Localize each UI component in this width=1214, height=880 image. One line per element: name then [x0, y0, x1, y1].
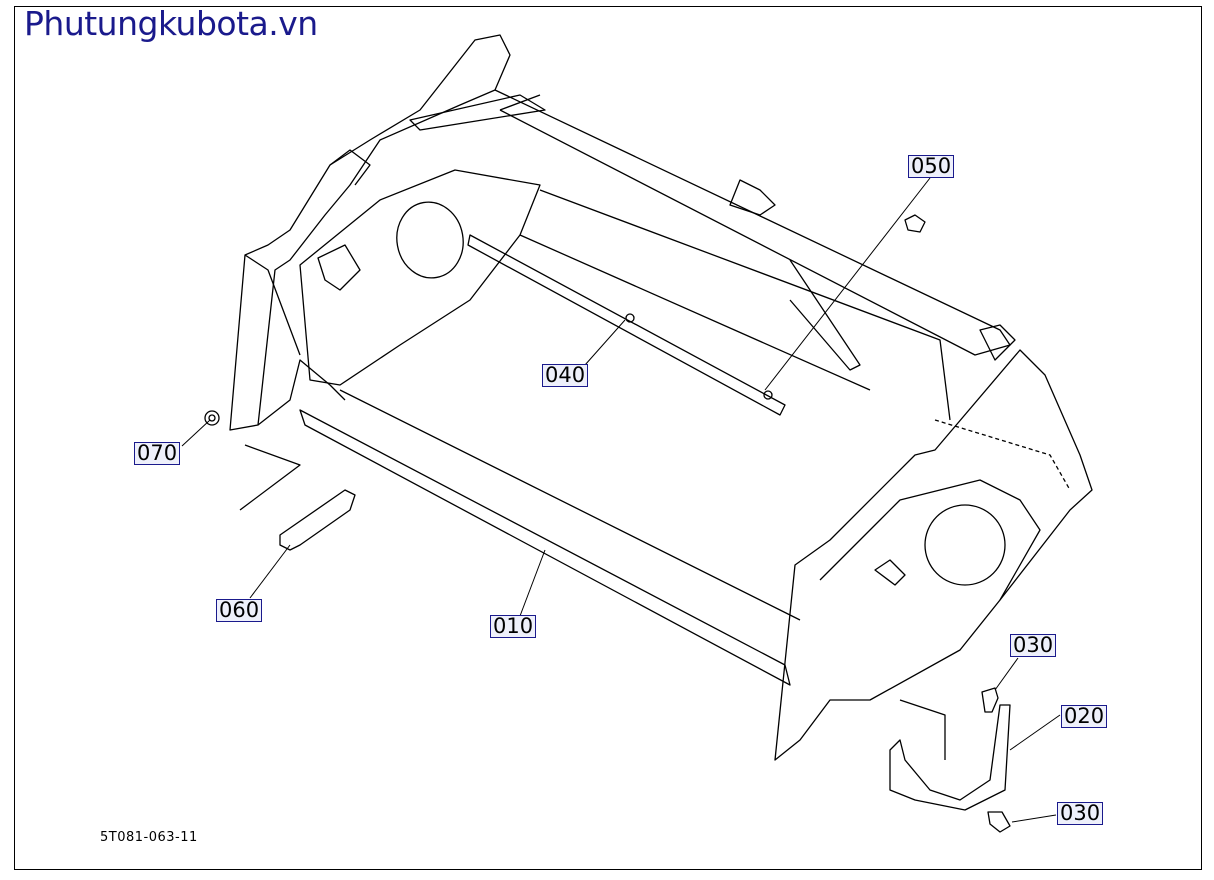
callout-030-bottom: 030 — [1056, 801, 1104, 825]
leader-070 — [181, 419, 211, 447]
leader-030b — [1011, 814, 1057, 823]
leader-030a — [994, 657, 1019, 691]
bracket-060 — [279, 489, 356, 551]
left-inner-wall — [299, 169, 541, 386]
right-end-plate — [774, 349, 1093, 761]
leader-060 — [249, 544, 291, 599]
callout-040: 040 — [541, 363, 589, 387]
left-end-plate — [229, 34, 511, 431]
leader-050 — [764, 177, 931, 391]
leader-020 — [1009, 714, 1061, 751]
frame-assembly — [204, 34, 1093, 833]
top-back-rail — [494, 89, 1011, 356]
strip-040 — [467, 234, 786, 416]
leader-010 — [519, 549, 546, 617]
leader-040 — [584, 319, 626, 366]
nut-070 — [204, 410, 220, 426]
bolt-030-top — [981, 687, 999, 713]
callout-050: 050 — [907, 154, 955, 178]
left-round-hole — [396, 201, 464, 279]
nut-050 — [904, 214, 926, 233]
leader-lines — [181, 177, 1061, 823]
site-title: Phutungkubota.vn — [24, 4, 318, 43]
bracket-020 — [889, 704, 1011, 811]
callout-020: 020 — [1060, 704, 1108, 728]
callout-060: 060 — [215, 598, 263, 622]
drawing-frame — [14, 6, 1202, 870]
drawing-number: 5T081-063-11 — [100, 830, 198, 845]
front-bottom-rail — [299, 409, 791, 686]
callout-010: 010 — [489, 614, 537, 638]
callout-030-top: 030 — [1009, 633, 1057, 657]
right-round-hole — [924, 504, 1006, 586]
callout-070: 070 — [133, 441, 181, 465]
bolt-030-bottom — [987, 811, 1011, 833]
